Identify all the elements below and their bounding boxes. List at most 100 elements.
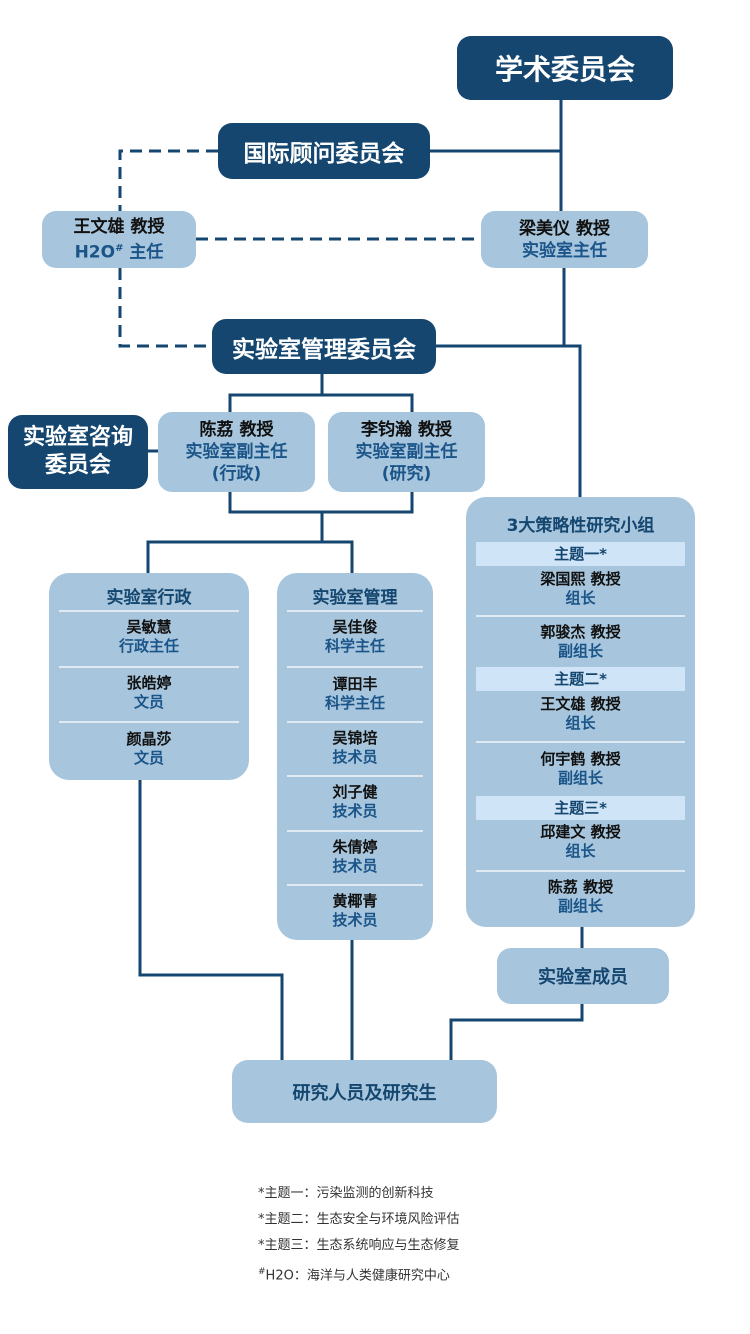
line-mgmt-strategy [564,344,582,497]
list-item: 黄椰青 技术员 [287,892,423,930]
person-name: 陈荔 教授 [547,878,614,896]
person-role: 副组长 [557,897,603,915]
person-name: 刘子健 [332,783,378,801]
lab-director-role: 实验室主任 [522,240,607,261]
list-item: 谭田丰 科学主任 [287,675,423,713]
separator [287,775,423,777]
list-item: 颜晶莎 文员 [59,730,239,768]
footnote-theme-one: *主题一：污染监测的创新科技 [258,1186,434,1201]
separator [59,666,239,668]
deputy-admin-name: 陈荔 教授 [199,420,274,440]
researchers-label: 研究人员及研究生 [292,1082,437,1104]
h2o-director-box: 王文雄 教授 H2O# 主任 [42,211,196,268]
person-role: 组长 [565,842,596,860]
footnote-h2o-text: H2O：海洋与人类健康研究中心 [265,1268,450,1284]
person-role: 技术员 [332,748,378,766]
researchers-box: 研究人员及研究生 [232,1060,497,1123]
line-deputies-join [228,492,414,514]
list-item: 吴锦培 技术员 [287,729,423,767]
separator [476,870,685,872]
theme-two-header: 主题二* [476,667,685,691]
theme-one-header: 主题一* [476,542,685,566]
lab-director-name: 梁美仪 教授 [519,218,610,239]
dashed-intl-h2o [118,149,218,212]
person-name: 吴锦培 [332,729,378,747]
person-role: 技术员 [332,857,378,875]
lab-management-panel: 实验室管理 吴佳俊 科学主任 谭田丰 科学主任 吴锦培 技术员 刘子健 技术员 … [277,573,433,940]
deputy-research-box: 李钧瀚 教授 实验室副主任 (研究) [328,412,485,492]
person-name: 颜晶莎 [126,730,172,748]
academic-committee-box: 学术委员会 [457,36,673,100]
deputy-admin-box: 陈荔 教授 实验室副主任 (行政) [158,412,315,492]
list-item: 陈荔 教授 副组长 [476,878,685,916]
footnote-h2o-mark: # [258,1267,266,1277]
person-name: 郭骏杰 教授 [540,623,621,641]
person-role: 文员 [133,693,164,711]
line-members-researchers [449,1004,584,1060]
list-item: 刘子健 技术员 [287,783,423,821]
lab-admin-title: 实验室行政 [106,588,192,608]
person-role: 科学主任 [324,637,385,655]
lab-management-title: 实验室管理 [312,588,398,608]
line-mgmt-deputy2 [322,393,414,412]
list-item: 吴佳俊 科学主任 [287,618,423,656]
person-name: 王文雄 教授 [540,695,621,713]
academic-committee-label: 学术委员会 [494,53,635,86]
lab-admin-panel: 实验室行政 吴敏慧 行政主任 张皓婷 文员 颜晶莎 文员 [49,573,249,780]
lab-members-box: 实验室成员 [497,948,669,1004]
international-committee-box: 国际顾问委员会 [218,123,430,179]
person-role: 科学主任 [324,694,385,712]
list-item: 邱建文 教授 组长 [476,823,685,861]
line-to-sections [146,512,324,575]
strategic-groups-panel: 3大策略性研究小组 主题一* 梁国熙 教授 组长 郭骏杰 教授 副组长 主题二*… [466,497,695,927]
list-item: 张皓婷 文员 [59,674,239,712]
deputy-research-role: 实验室副主任 [355,442,458,462]
lab-members-label: 实验室成员 [538,967,628,988]
person-role: 技术员 [332,802,378,820]
line-to-mgmt-section [322,540,354,575]
list-item: 吴敏慧 行政主任 [59,618,239,656]
separator [287,666,423,668]
management-committee-box: 实验室管理委员会 [212,319,436,374]
person-name: 吴佳俊 [332,618,378,636]
person-name: 张皓婷 [126,674,172,692]
list-item: 郭骏杰 教授 副组长 [476,623,685,661]
lab-director-box: 梁美仪 教授 实验室主任 [481,211,648,268]
footnote-theme-three: *主题三：生态系统响应与生态修复 [258,1238,460,1253]
list-item: 王文雄 教授 组长 [476,695,685,733]
line-director-mgmt [436,268,566,348]
line-admin-researchers [138,780,284,1060]
person-name: 邱建文 教授 [540,823,621,841]
separator [287,830,423,832]
separator [476,615,685,617]
list-item: 朱倩婷 技术员 [287,838,423,876]
strategic-groups-title: 3大策略性研究小组 [506,516,655,536]
list-item: 梁国熙 教授 组长 [476,570,685,608]
person-name: 吴敏慧 [126,618,172,636]
person-role: 技术员 [332,911,378,929]
person-name: 何宇鹤 教授 [540,750,621,768]
deputy-research-note: (研究) [381,464,432,484]
list-item: 何宇鹤 教授 副组长 [476,750,685,788]
advisory-committee-label: 实验室咨询委员会 [22,425,133,478]
footnote-theme-two: *主题二：生态安全与环境风险评估 [258,1212,460,1227]
person-name: 梁国熙 教授 [540,570,621,588]
separator [287,884,423,886]
separator [59,610,239,612]
deputy-research-name: 李钧瀚 教授 [361,420,452,440]
footnote-h2o: #H2O：海洋与人类健康研究中心 [258,1263,450,1285]
person-role: 文员 [133,749,164,767]
management-committee-label: 实验室管理委员会 [232,336,416,363]
person-role: 副组长 [557,769,603,787]
h2o-director-role: H2O# 主任 [74,242,164,263]
separator [59,721,239,723]
person-name: 谭田丰 [332,675,378,693]
advisory-committee-box: 实验室咨询委员会 [8,415,148,489]
separator [287,721,423,723]
separator [476,741,685,743]
separator [287,610,423,612]
person-role: 组长 [565,714,596,732]
deputy-admin-role: 实验室副主任 [185,442,288,462]
person-name: 朱倩婷 [332,838,378,856]
